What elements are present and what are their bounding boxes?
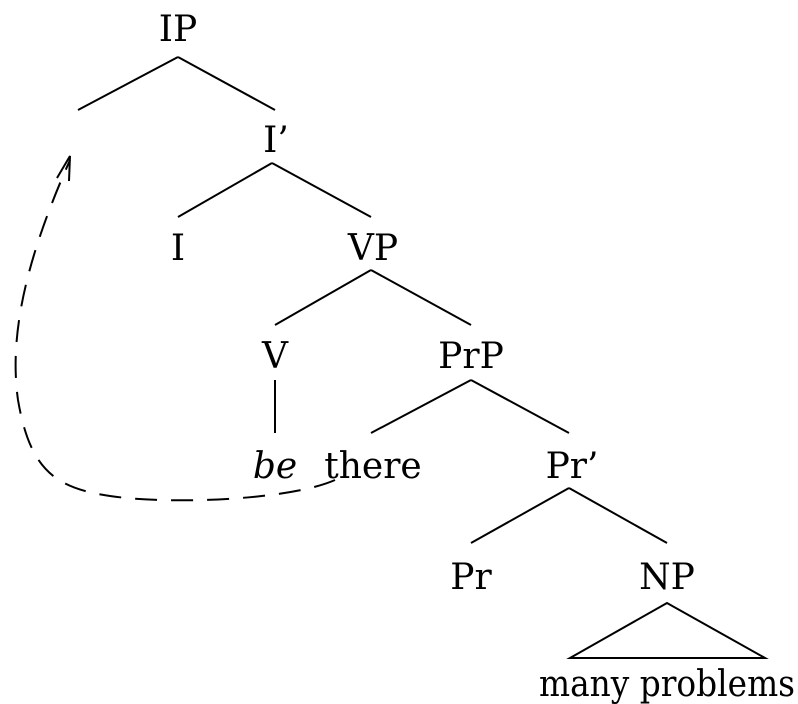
arrowhead-icon bbox=[56, 155, 71, 182]
node-i: I bbox=[171, 228, 185, 269]
branch-vp-v bbox=[274, 269, 372, 326]
node-pr: Pr bbox=[450, 557, 492, 598]
branch-vp-prp bbox=[370, 269, 472, 326]
node-pr-bar: Pr’ bbox=[546, 446, 599, 487]
movement-arrow-path bbox=[14, 159, 336, 502]
branch-prp-there bbox=[370, 379, 472, 434]
np-triangle bbox=[566, 601, 769, 659]
node-be: be bbox=[253, 446, 297, 487]
branch-prbar-np bbox=[568, 487, 668, 544]
branch-ip-spec bbox=[77, 56, 179, 111]
node-prp: PrP bbox=[438, 336, 504, 377]
node-np: NP bbox=[639, 557, 695, 598]
node-i-bar: I’ bbox=[263, 120, 289, 161]
branch-ibar-vp bbox=[271, 162, 372, 218]
node-many-problems: many problems bbox=[539, 664, 795, 704]
branch-prbar-pr bbox=[470, 487, 570, 544]
node-vp: VP bbox=[347, 228, 398, 269]
node-there: there bbox=[324, 446, 421, 487]
node-ip: IP bbox=[159, 9, 197, 50]
branch-ibar-i bbox=[177, 162, 273, 218]
branch-ip-ibar bbox=[177, 56, 276, 111]
branch-prp-prbar bbox=[470, 379, 570, 434]
node-v: V bbox=[261, 336, 289, 377]
